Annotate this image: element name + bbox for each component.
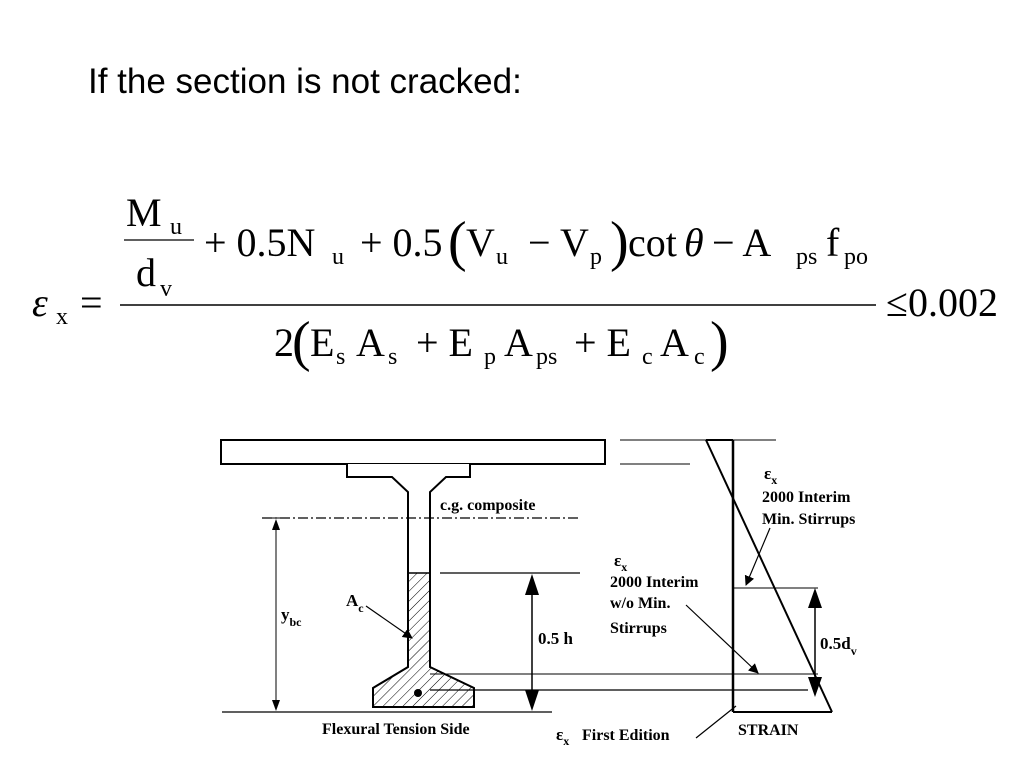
num-Vu: V — [466, 220, 495, 265]
deck-slab — [220, 439, 606, 465]
dv-sub: v — [851, 644, 857, 658]
interim-wo-line3: Stirrups — [610, 620, 667, 637]
ac-main: A — [346, 591, 359, 610]
ybc-sub: bc — [290, 615, 303, 629]
epsilon-x-formula: ε x = M u d v + 0.5N u + 0.5 ( V u − V p… — [32, 190, 998, 373]
ac-sub: c — [358, 601, 364, 615]
ybc-arrow-down — [272, 700, 280, 711]
den-Ac: A — [660, 320, 689, 365]
first-edition-eps-main: ε — [556, 725, 563, 744]
den-Es: E — [310, 320, 334, 365]
strain-label: STRAIN — [738, 722, 799, 739]
den-Ep: + E — [416, 320, 473, 365]
num-term-nu: + 0.5N — [204, 220, 315, 265]
num-M-sub: u — [170, 214, 182, 240]
first-edition-text: First Edition — [582, 727, 670, 744]
lhs-epsilon-sub: x — [56, 304, 68, 330]
den-As: A — [356, 320, 385, 365]
interim-min-eps: εx — [764, 464, 777, 487]
den-two: 2 — [274, 320, 294, 365]
ac-leader — [365, 605, 413, 639]
den-Es-sub: s — [336, 344, 345, 370]
num-term-v: + 0.5 — [360, 220, 443, 265]
den-Ec-sub: c — [642, 344, 653, 370]
ybc-main: y — [281, 605, 290, 624]
interim-wo-eps-sub: x — [621, 560, 627, 574]
num-term-aps-sub: ps — [796, 244, 817, 270]
num-term-aps: − A — [712, 220, 771, 265]
interim-min-line2: Min. Stirrups — [762, 511, 855, 528]
lhs-equals: = — [80, 280, 103, 325]
den-Aps-sub: ps — [536, 344, 557, 370]
interim-wo-eps: εx — [614, 551, 627, 574]
flexural-tension-side-label: Flexural Tension Side — [322, 721, 470, 738]
den-Ac-sub: c — [694, 344, 705, 370]
lhs-epsilon: ε — [32, 280, 48, 325]
dv-arrow-up — [808, 588, 822, 608]
num-paren-open: ( — [448, 211, 467, 273]
dv-main: 0.5d — [820, 634, 851, 653]
dv-label: 0.5dv — [820, 634, 857, 658]
prestressing-strand-dot — [414, 689, 422, 697]
num-f-sub: po — [844, 244, 868, 270]
first-edition-leader — [695, 705, 737, 739]
num-theta: θ — [684, 220, 704, 265]
den-Aps: A — [504, 320, 533, 365]
half-h-arrow-up — [525, 574, 539, 595]
num-Vp-sub: p — [590, 244, 602, 270]
den-paren-close: ) — [710, 311, 729, 373]
den-Ep-sub: p — [484, 344, 496, 370]
cg-composite-label: c.g. composite — [440, 497, 536, 514]
first-edition-eps: εx — [556, 725, 569, 748]
den-paren-open: ( — [292, 311, 311, 373]
num-Vu-sub: u — [496, 244, 508, 270]
half-h-arrow-down — [525, 690, 539, 711]
half-h-label: 0.5 h — [538, 629, 574, 648]
num-paren-close: ) — [610, 211, 629, 273]
interim-min-leader — [744, 527, 771, 586]
den-As-sub: s — [388, 344, 397, 370]
num-M: M — [126, 190, 162, 235]
num-term-nu-sub: u — [332, 244, 344, 270]
dv-arrow-down — [808, 677, 822, 697]
num-cot: cot — [628, 220, 677, 265]
num-f: f — [826, 220, 840, 265]
interim-wo-line1: 2000 Interim — [610, 574, 699, 591]
num-d: d — [136, 250, 156, 295]
interim-wo-eps-main: ε — [614, 551, 621, 570]
interim-wo-leader — [685, 604, 759, 674]
num-minus: − — [528, 220, 551, 265]
num-d-sub: v — [160, 276, 172, 302]
interim-wo-line2: w/o Min. — [610, 595, 670, 612]
num-Vp: V — [560, 220, 589, 265]
slide-title: If the section is not cracked: — [88, 62, 522, 101]
rhs-limit: ≤0.002 — [886, 280, 998, 325]
interim-min-line1: 2000 Interim — [762, 489, 851, 506]
ybc-label: ybc — [281, 605, 302, 629]
den-Ec: + E — [574, 320, 631, 365]
ac-label: Ac — [346, 591, 364, 615]
ybc-arrow-up — [272, 519, 280, 530]
first-edition-eps-sub: x — [563, 734, 569, 748]
ac-hatched-area — [372, 572, 475, 708]
strain-diagonal — [705, 439, 833, 713]
interim-min-eps-sub: x — [771, 473, 777, 487]
interim-min-eps-main: ε — [764, 464, 771, 483]
